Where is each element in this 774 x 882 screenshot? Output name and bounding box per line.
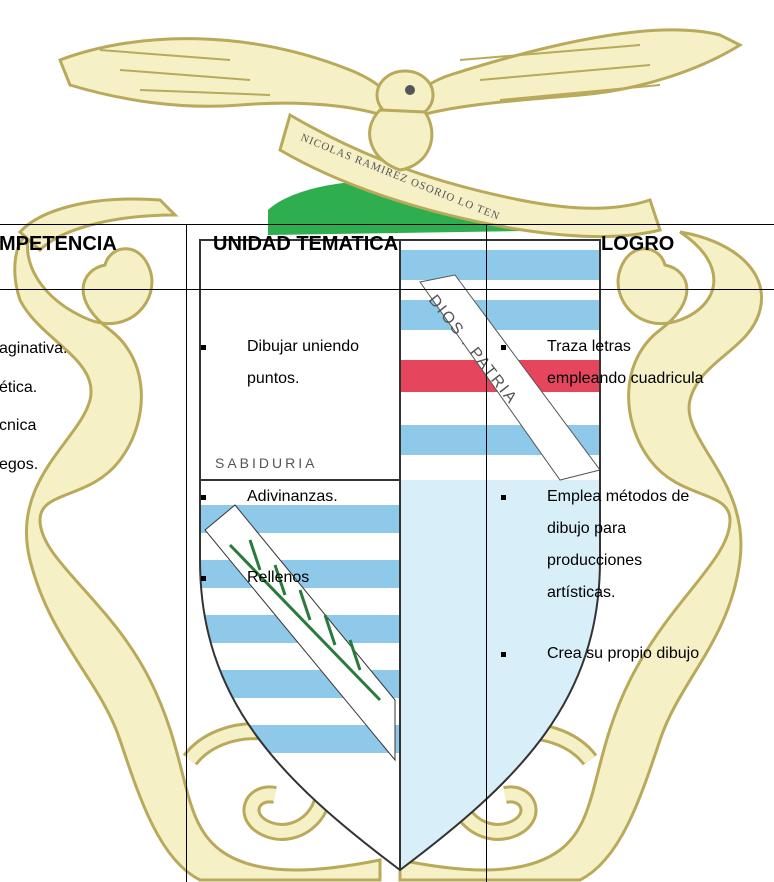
logro-item-line: Traza letras [547, 338, 631, 355]
table-row: aginativa. ética. cnica egos. Dibujar un… [0, 289, 774, 882]
logro-item-line: artísticas. [547, 584, 616, 601]
cell-logro: Traza letras empleando cuadricula Emplea… [486, 289, 774, 882]
crest-eagle [58, 28, 744, 172]
logro-list: Emplea métodos de dibujo para produccion… [487, 481, 774, 609]
cell-unidad-tematica: Dibujar uniendo puntos. Adivinanzas. [186, 289, 487, 882]
cell-competencia: aginativa. ética. cnica egos. [0, 289, 187, 882]
table-header-row: MPETENCIA UNIDAD TEMATICA LOGRO [0, 224, 774, 290]
unidad-item-line: Rellenos [247, 569, 310, 586]
list-item: Adivinanzas. [187, 481, 485, 513]
bullet-icon [201, 495, 206, 500]
list-item: Emplea métodos de dibujo para produccion… [487, 481, 774, 609]
competencia-line: ética. [0, 379, 38, 396]
header-unidad-tematica-label: UNIDAD TEMATICA [213, 233, 399, 255]
list-item: Dibujar uniendo puntos. [187, 331, 485, 395]
bullet-icon [201, 576, 206, 581]
logro-item-line: dibujo para [547, 520, 627, 537]
unidad-item-line: puntos. [247, 370, 300, 387]
unidad-list: Adivinanzas. [187, 481, 485, 513]
list-item: Rellenos [187, 562, 485, 594]
logro-list: Traza letras empleando cuadricula [487, 331, 774, 395]
unidad-item-line: Dibujar uniendo [247, 338, 360, 355]
competencia-line: aginativa. [0, 340, 68, 357]
competencia-line: cnica [0, 417, 37, 434]
bullet-icon [501, 345, 506, 350]
logro-item-line: empleando cuadricula [547, 370, 704, 387]
list-item: Traza letras empleando cuadricula [487, 331, 774, 395]
bullet-icon [501, 652, 506, 657]
unidad-item-line: Adivinanzas. [247, 488, 338, 505]
curriculum-table: MPETENCIA UNIDAD TEMATICA LOGRO aginativ… [0, 224, 774, 882]
unidad-list: Rellenos [187, 562, 485, 594]
competencia-line: egos. [0, 456, 39, 473]
header-logro: LOGRO [486, 224, 774, 290]
header-competencia: MPETENCIA [0, 224, 187, 290]
logro-item-line: producciones [547, 552, 643, 569]
bullet-icon [201, 345, 206, 350]
header-logro-label: LOGRO [601, 233, 675, 255]
bullet-icon [501, 495, 506, 500]
logro-item-line: Crea su propio dibujo [547, 645, 700, 662]
logro-item-line: Emplea métodos de [547, 488, 690, 505]
header-unidad-tematica: UNIDAD TEMATICA [186, 224, 487, 290]
unidad-list: Dibujar uniendo puntos. [187, 331, 485, 455]
header-competencia-label: MPETENCIA [0, 233, 117, 255]
list-item: Crea su propio dibujo [487, 638, 774, 670]
logro-list: Crea su propio dibujo [487, 638, 774, 670]
